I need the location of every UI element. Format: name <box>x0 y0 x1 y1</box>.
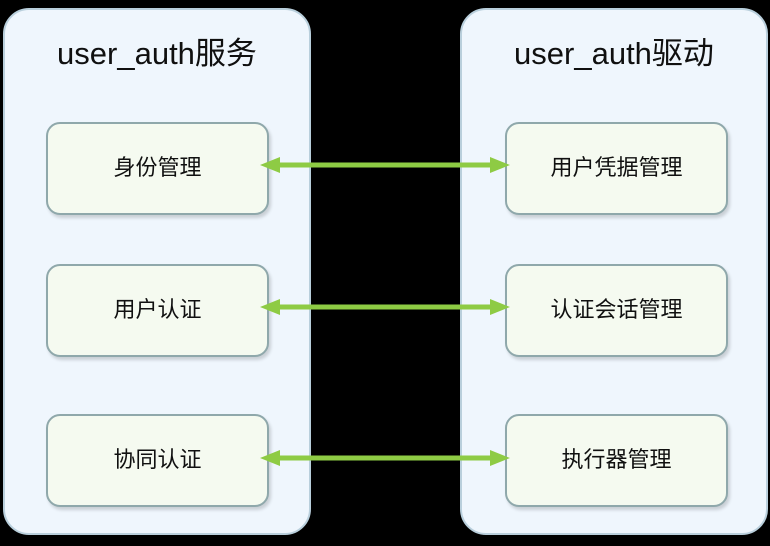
service-box-label: 协同认证 <box>113 447 202 473</box>
service-box-label: 认证会话管理 <box>550 297 683 323</box>
panel-left-title: user_auth服务 <box>57 36 257 71</box>
service-box-label: 执行器管理 <box>561 447 672 473</box>
service-box-auth-session-management[interactable]: 认证会话管理 <box>505 264 728 357</box>
service-box-executor-management[interactable]: 执行器管理 <box>505 414 728 507</box>
service-box-identity-management[interactable]: 身份管理 <box>46 122 269 215</box>
service-box-user-credential-management[interactable]: 用户凭据管理 <box>505 122 728 215</box>
service-box-collaborative-authentication[interactable]: 协同认证 <box>46 414 269 507</box>
panel-user-auth-service[interactable]: user_auth服务 身份管理 用户认证 协同认证 <box>3 8 311 535</box>
panel-right-title: user_auth驱动 <box>514 36 714 71</box>
service-box-label: 用户凭据管理 <box>550 155 683 181</box>
service-box-label: 用户认证 <box>113 297 202 323</box>
service-box-user-authentication[interactable]: 用户认证 <box>46 264 269 357</box>
service-box-label: 身份管理 <box>113 155 202 181</box>
panel-user-auth-driver[interactable]: user_auth驱动 用户凭据管理 认证会话管理 执行器管理 <box>460 8 768 535</box>
